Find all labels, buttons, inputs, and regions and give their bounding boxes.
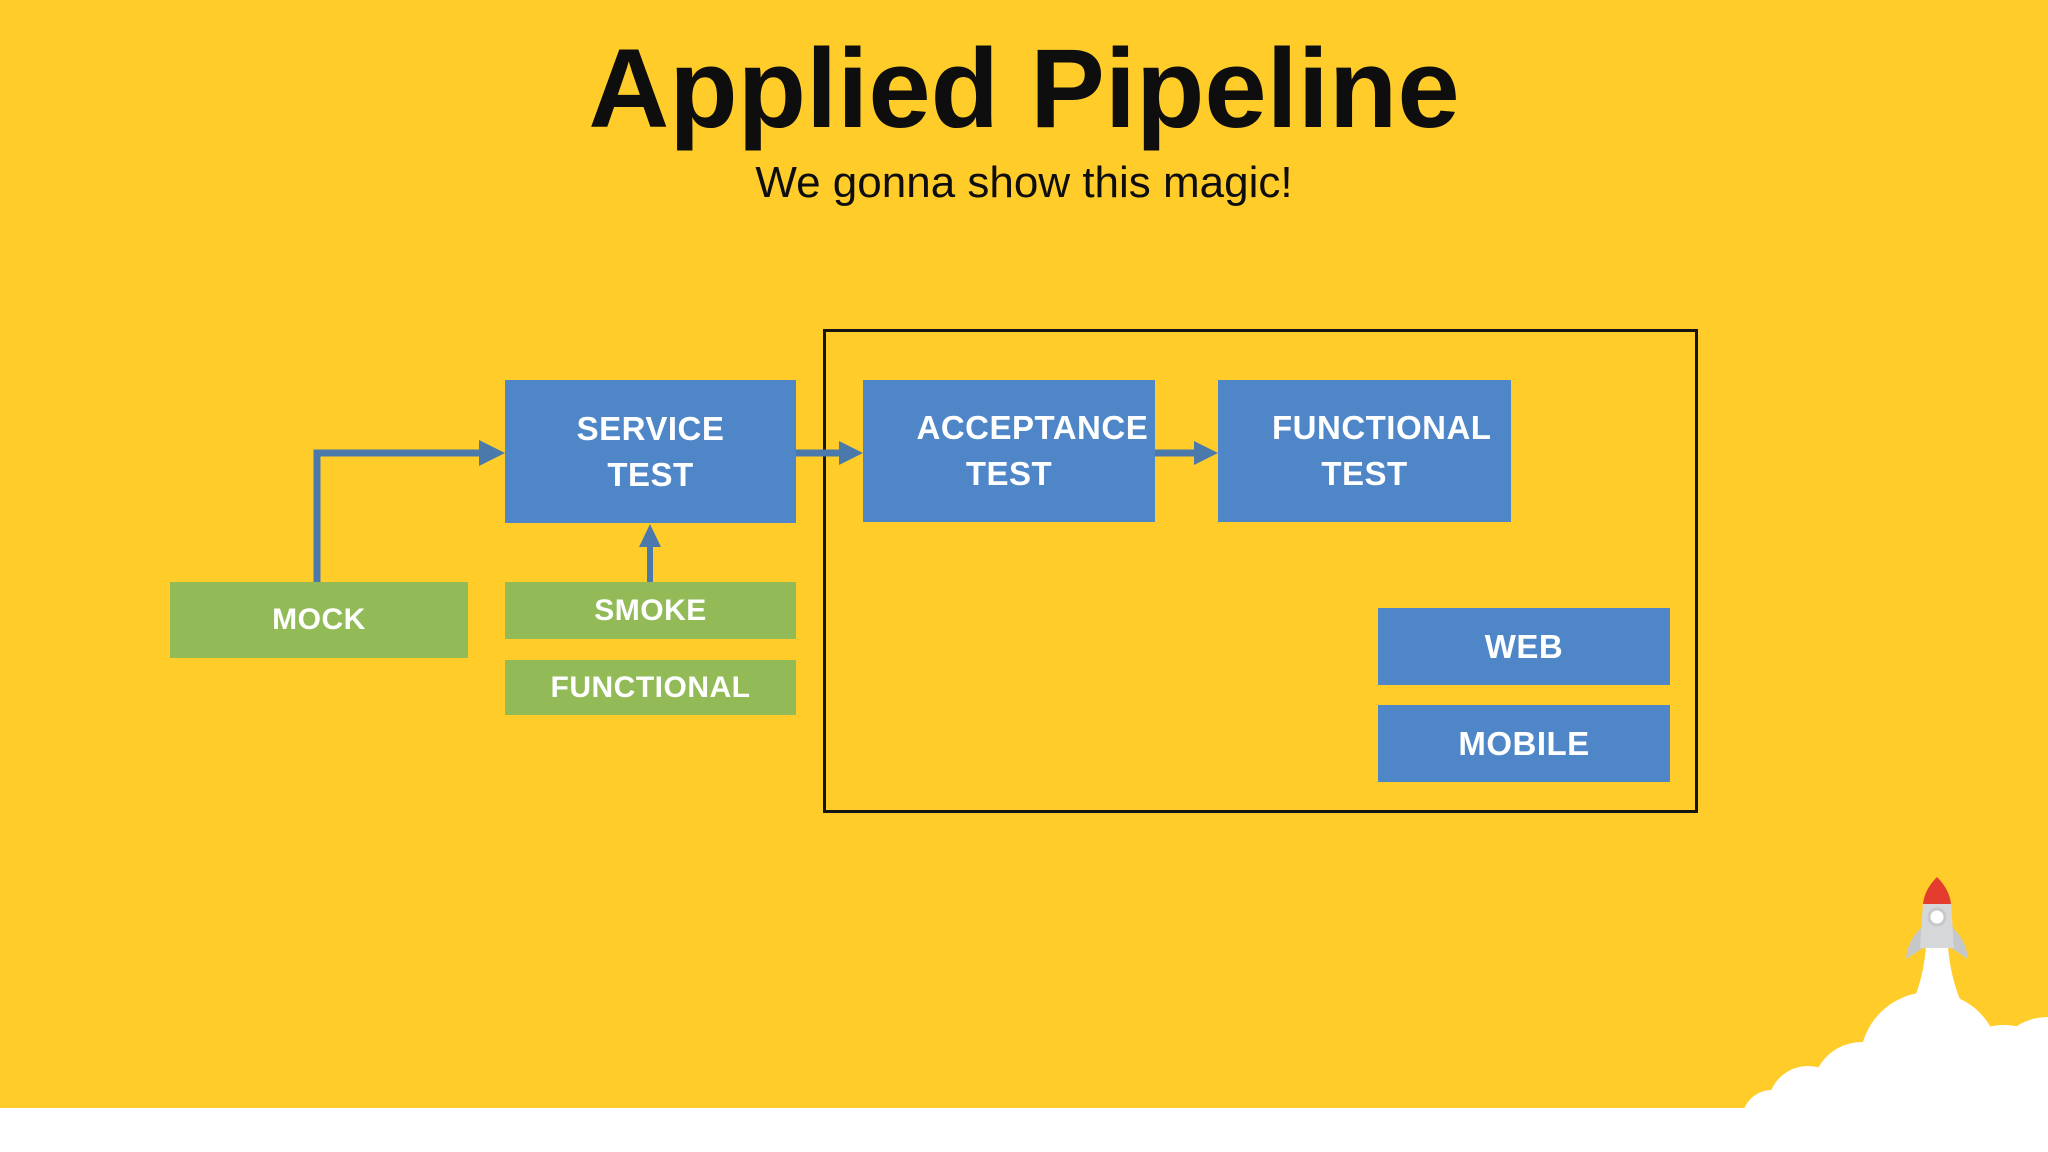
node-label: FUNCTIONAL (550, 670, 751, 704)
node-functional: FUNCTIONAL (505, 660, 796, 715)
rocket-icon (1906, 877, 1968, 1004)
node-acceptance-test: ACCEPTANCE TEST (863, 380, 1155, 522)
node-label: ACCEPTANCE TEST (916, 409, 1149, 492)
node-service-test: SERVICE TEST (505, 380, 796, 523)
node-label: MOBILE (1458, 724, 1590, 762)
node-label: WEB (1484, 627, 1564, 665)
rocket-window (1927, 907, 1947, 927)
rocket-fin-right (1951, 926, 1968, 959)
page-title: Applied Pipeline (588, 26, 1460, 151)
node-smoke: SMOKE (505, 582, 796, 639)
test-stage-group-box (823, 329, 1698, 813)
bottom-white-strip (0, 1108, 2048, 1152)
arrow-mock-to-service-test (313, 440, 505, 582)
rocket-nose (1923, 877, 1951, 904)
node-web: WEB (1378, 608, 1670, 685)
rocket-exhaust (1912, 947, 1962, 1004)
node-mock: MOCK (170, 582, 468, 658)
rocket-body (1920, 903, 1954, 948)
node-label: FUNCTIONAL TEST (1272, 409, 1492, 492)
page-subtitle: We gonna show this magic! (755, 158, 1293, 207)
node-label: MOCK (272, 603, 366, 636)
node-mobile: MOBILE (1378, 705, 1670, 782)
arrow-smoke-to-service-test (639, 524, 661, 582)
node-functional-test: FUNCTIONAL TEST (1218, 380, 1511, 522)
rocket-fin-left (1906, 926, 1923, 959)
node-label: SERVICE TEST (576, 409, 725, 493)
node-label: SMOKE (594, 593, 707, 627)
